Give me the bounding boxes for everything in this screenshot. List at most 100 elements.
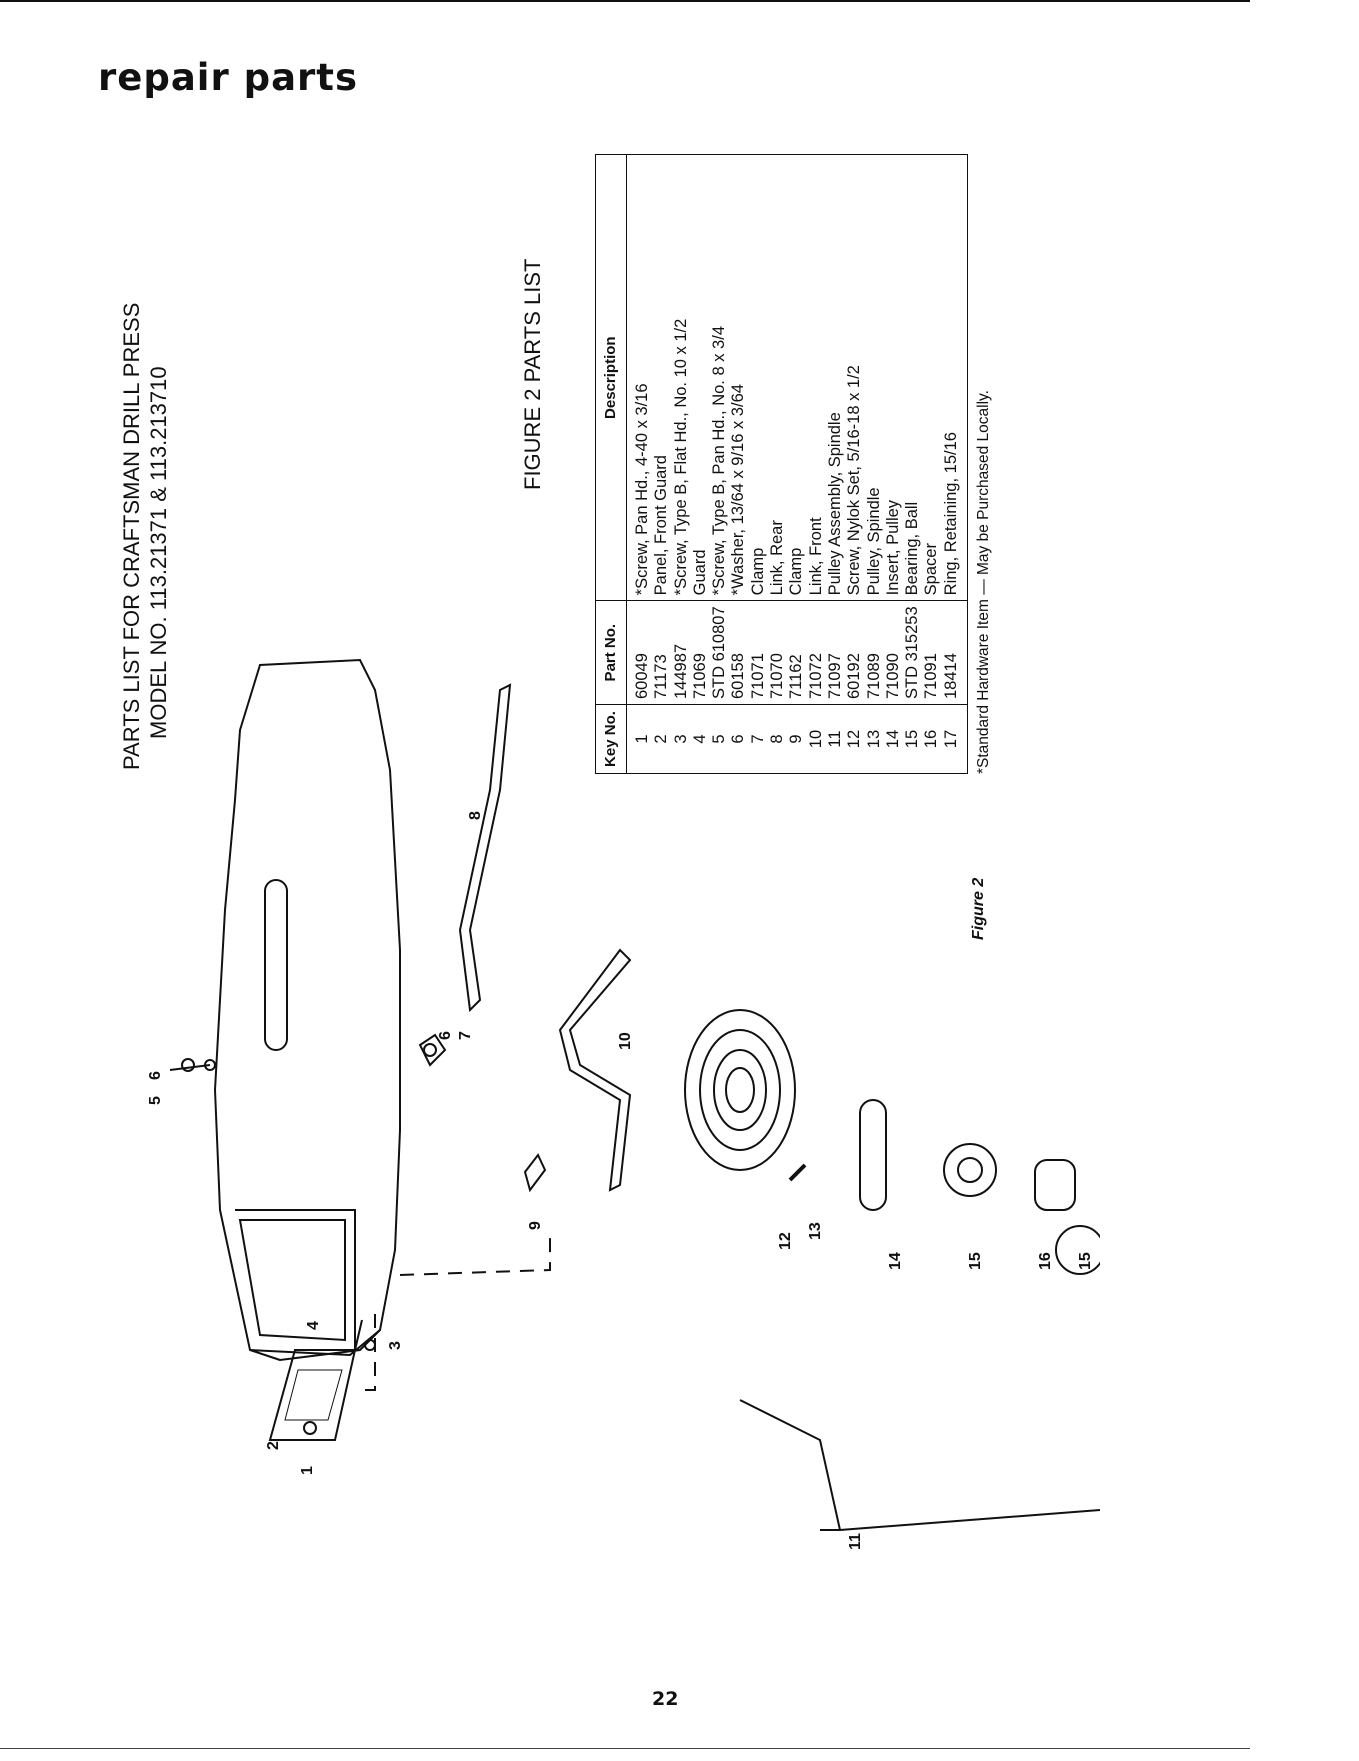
callout-9: 9 [527, 1221, 544, 1230]
cell-key: 2 [652, 704, 672, 774]
cell-part: 71090 [883, 600, 904, 705]
callout-13: 13 [807, 1222, 824, 1240]
cell-part: STD 610807 [710, 600, 730, 705]
cell-description: Screw, Nylok Set, 5/16-18 x 1/2 [845, 154, 865, 601]
document-title-line1: PARTS LIST FOR CRAFTSMAN DRILL PRESS [119, 302, 144, 770]
page-heading: repair parts [98, 56, 359, 99]
cell-key: 3 [671, 704, 691, 774]
callout-6a: 6 [147, 1071, 164, 1080]
rotated-content: 1 2 3 4 5 6 6 7 8 9 10 11 12 13 14 15 16… [100, 130, 1100, 1650]
cell-part: 18414 [941, 600, 968, 705]
cell-part: 144987 [671, 600, 691, 705]
document-title-line2: MODEL NO. 113.21371 & 113.213710 [146, 366, 171, 739]
link-rear-part [458, 683, 512, 1013]
cell-description: Link, Rear [768, 154, 788, 601]
callout-16: 16 [1037, 1252, 1054, 1270]
callout-6b: 6 [437, 1031, 454, 1040]
cell-key: 6 [729, 704, 749, 774]
callout-11: 11 [847, 1533, 864, 1550]
cell-part: 71091 [922, 600, 942, 705]
front-panel-part [268, 1349, 357, 1441]
cell-key: 10 [806, 704, 826, 774]
cell-part: 60049 [626, 600, 653, 705]
cell-key: 13 [864, 704, 884, 774]
callout-3: 3 [387, 1341, 404, 1350]
cell-part: 71162 [787, 600, 807, 705]
col-header-description: Description [595, 154, 627, 601]
guard-part [213, 658, 401, 1362]
callout-15a: 15 [967, 1252, 984, 1270]
link-front-part [558, 948, 632, 1192]
spindle-pulley-part [684, 1009, 796, 1171]
cell-part: 71097 [825, 600, 846, 705]
cell-description: *Washer, 13/64 x 9/16 x 3/64 [729, 154, 749, 601]
cell-description: Clamp [787, 154, 807, 601]
exploded-parts-diagram: 1 2 3 4 5 6 6 7 8 9 10 11 12 13 14 15 16… [147, 658, 1100, 1550]
cell-description: Insert, Pulley [883, 154, 904, 601]
cell-part: 71072 [806, 600, 826, 705]
cell-key: 17 [941, 704, 968, 774]
cell-description: Guard [690, 154, 711, 601]
callout-4: 4 [305, 1321, 322, 1330]
cell-description: Spacer [922, 154, 942, 601]
document-title: PARTS LIST FOR CRAFTSMAN DRILL PRESS MOD… [118, 70, 172, 770]
cell-part: 60158 [729, 600, 749, 705]
callout-10: 10 [617, 1032, 634, 1050]
cell-description: Link, Front [806, 154, 826, 601]
cell-key: 15 [903, 704, 923, 774]
footnote: *Standard Hardware Item — May be Purchas… [975, 390, 992, 774]
parts-list-heading: FIGURE 2 PARTS LIST [520, 258, 545, 490]
cell-description: Clamp [748, 154, 769, 601]
top-rule [0, 0, 1250, 2]
cell-part: 71071 [748, 600, 769, 705]
page-number: 22 [652, 1688, 679, 1710]
cell-description: *Screw, Pan Hd., 4-40 x 3/16 [626, 154, 653, 601]
cell-description: Bearing, Ball [903, 154, 923, 601]
cell-key: 9 [787, 704, 807, 774]
cell-part: 71069 [690, 600, 711, 705]
cell-part: 71089 [864, 600, 884, 705]
col-header-key: Key No. [595, 704, 627, 774]
cell-part: 71070 [768, 600, 788, 705]
cell-description: *Screw, Type B, Flat Hd., No. 10 x 1/2 [671, 154, 691, 601]
cell-description: *Screw, Type B, Pan Hd., No. 8 x 3/4 [710, 154, 730, 601]
cell-key: 12 [845, 704, 865, 774]
callout-12: 12 [777, 1232, 794, 1250]
cell-key: 7 [748, 704, 769, 774]
bottom-rule [0, 1748, 1250, 1749]
callout-5: 5 [147, 1096, 164, 1105]
cell-part: 60192 [845, 600, 865, 705]
callout-2: 2 [265, 1441, 282, 1450]
cell-description: Ring, Retaining, 15/16 [941, 154, 968, 601]
pulley-insert-part [859, 1099, 887, 1211]
callout-1: 1 [299, 1466, 316, 1475]
cell-part: 71173 [652, 600, 672, 705]
cell-key: 1 [626, 704, 653, 774]
callout-7: 7 [457, 1031, 474, 1040]
cell-key: 8 [768, 704, 788, 774]
cell-key: 4 [690, 704, 711, 774]
callout-15b: 15 [1077, 1252, 1094, 1270]
callout-8: 8 [467, 811, 484, 820]
col-header-part: Part No. [595, 600, 627, 705]
callout-14: 14 [887, 1252, 904, 1270]
